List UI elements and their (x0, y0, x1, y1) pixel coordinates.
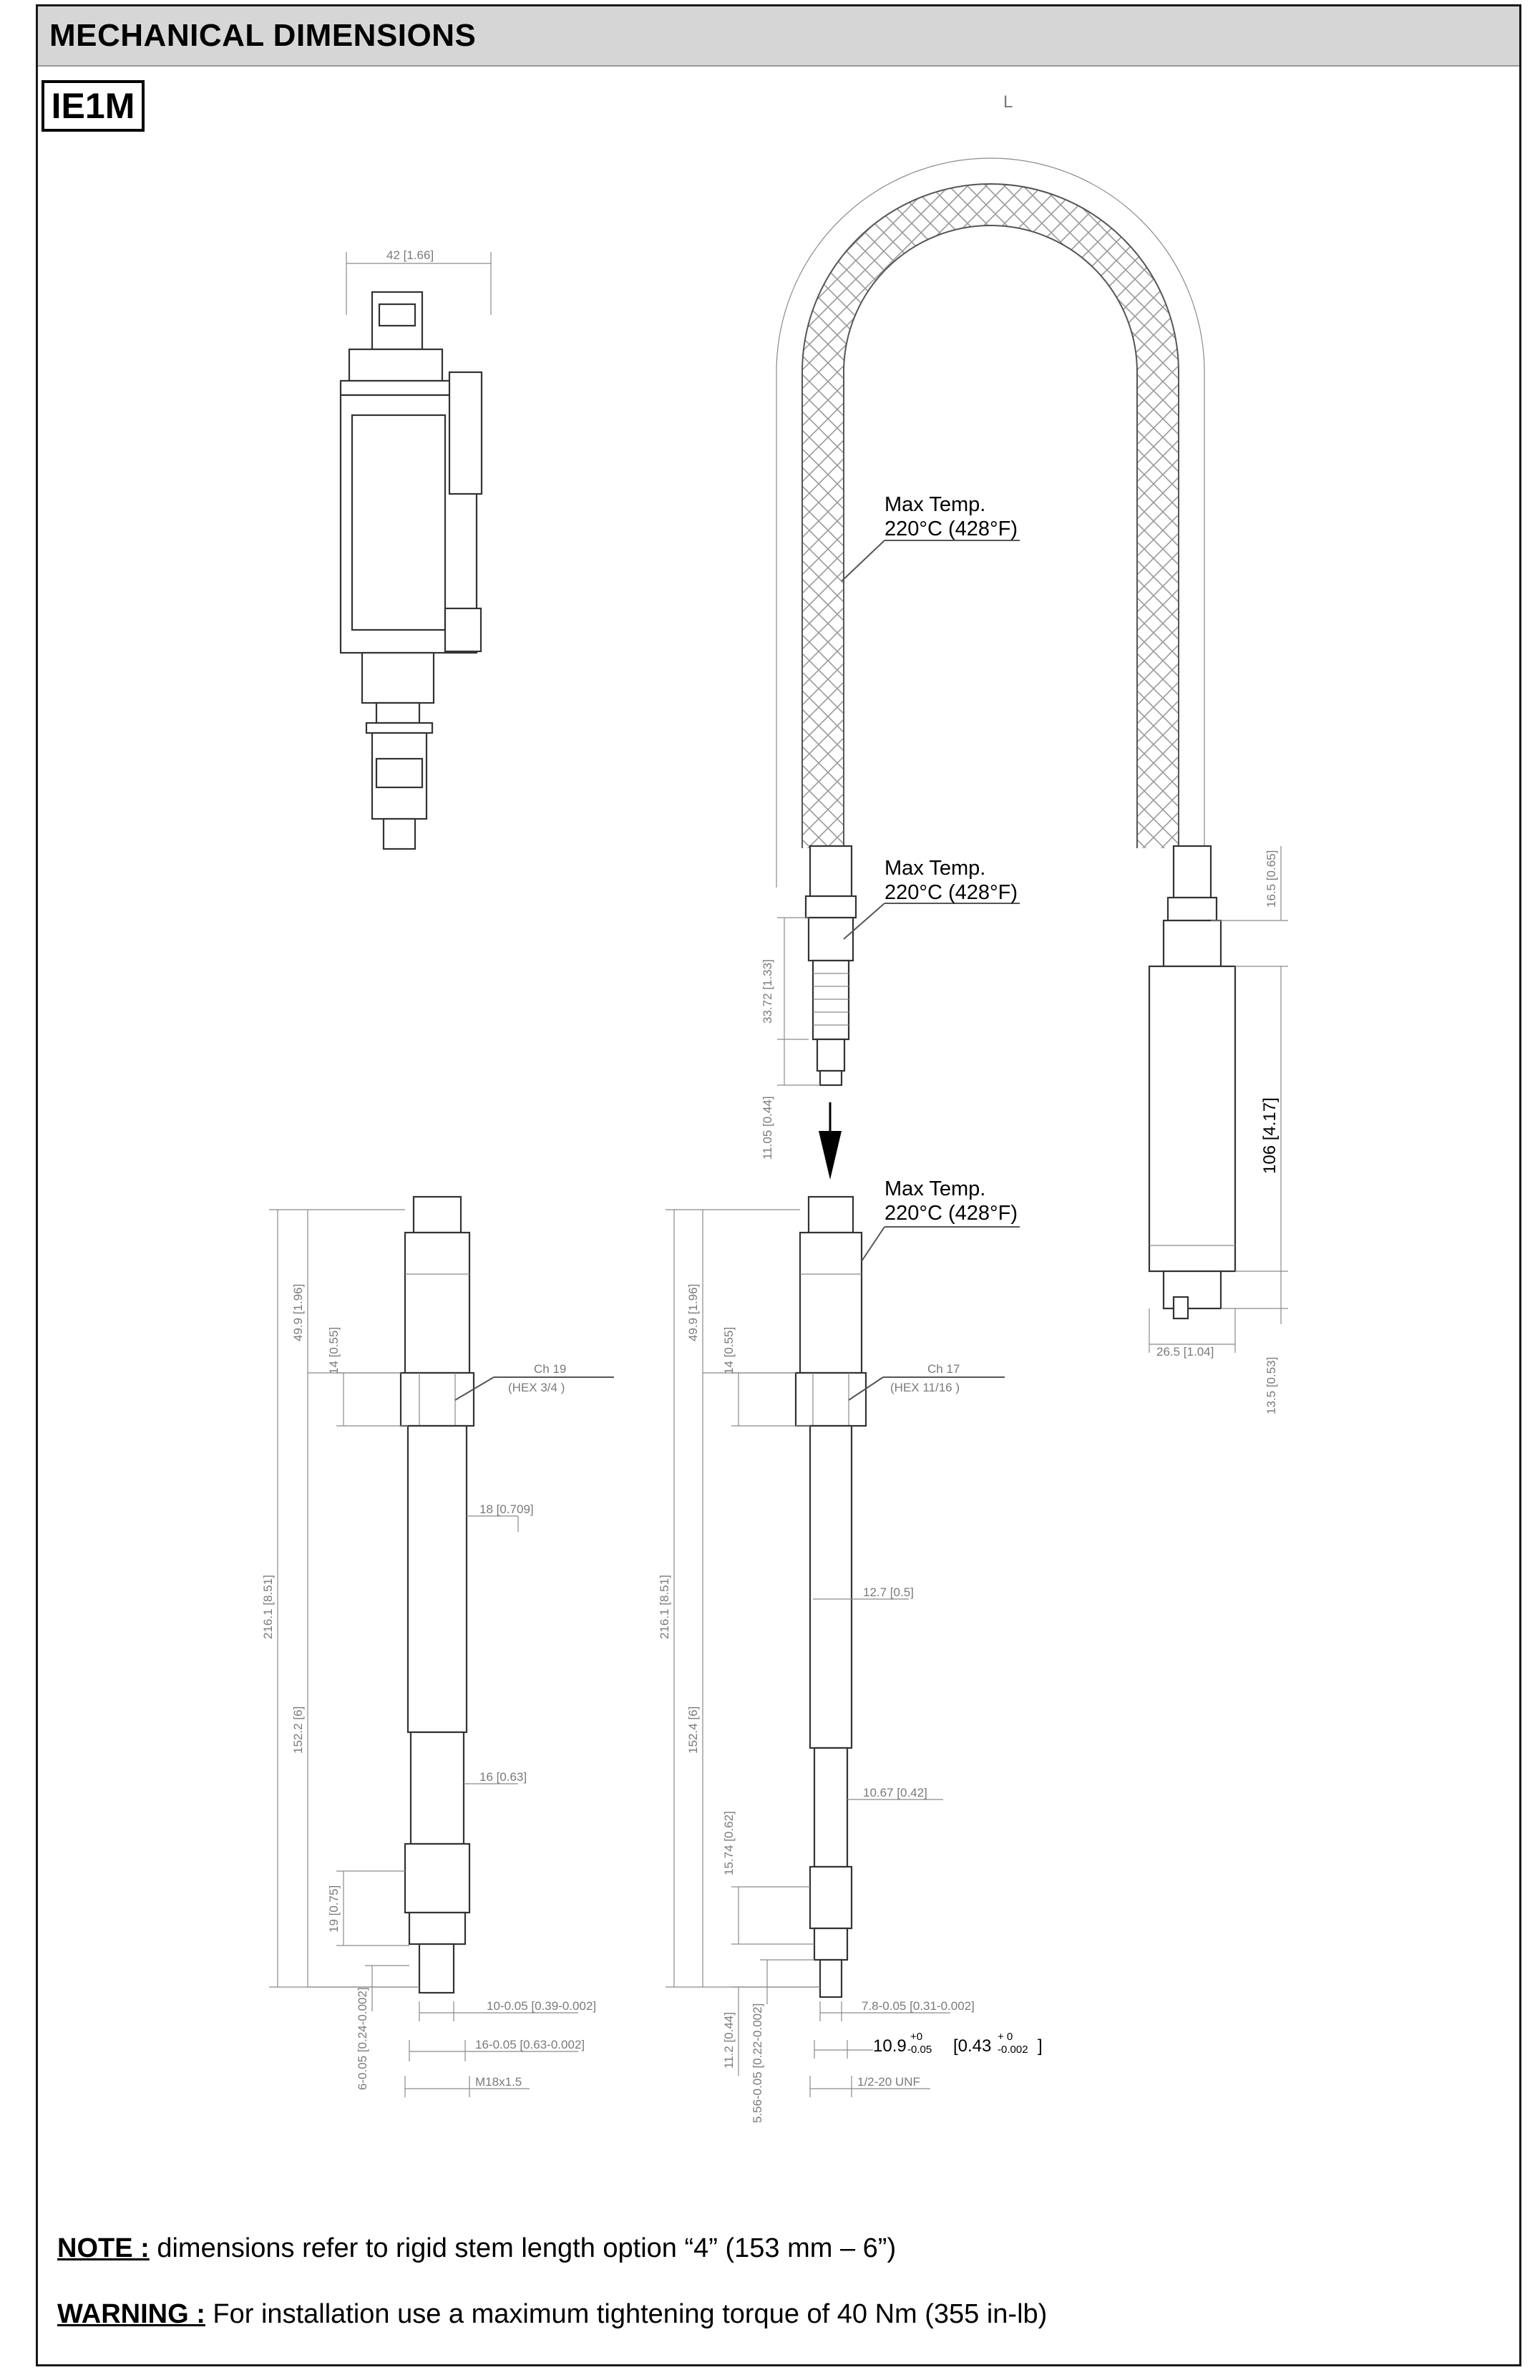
dim-right-tip-len: 11.2 [0.44] (722, 2012, 736, 2069)
dim-housing-bottom: 13.5 [0.53] (1264, 1357, 1278, 1414)
probe-unf: Max Temp. 220°C (428°F) Ch 17 (HEX 11/16… (658, 1177, 1043, 2123)
down-arrow-icon (819, 1131, 842, 1180)
dim-top-width: 42 [1.66] (386, 248, 434, 262)
hex-label-left-2: (HEX 3/4 ) (508, 1381, 565, 1394)
dim-left-head: 49.9 [1.96] (291, 1284, 305, 1341)
note-label: NOTE : (57, 2233, 150, 2263)
dim-left-stem-length: 152.2 [6] (291, 1706, 305, 1754)
warning-line: WARNING : For installation use a maximum… (57, 2299, 1047, 2330)
dim-left-lower-dia: 16 [0.63] (479, 1770, 527, 1784)
max-temp-label-1a: Max Temp. (884, 493, 985, 516)
top-view-transmitter: 42 [1.66] (339, 248, 492, 850)
dim-right-thread: 1/2-20 UNF (857, 2075, 920, 2089)
max-temp-label-2b: 220°C (428°F) (884, 881, 1018, 904)
probe-m18: Ch 19 (HEX 3/4 ) 216.1 [8.51] 49.9 [1.96… (261, 1195, 614, 2097)
dim-cable-length: L (1003, 92, 1013, 112)
dim-right-overall: 216.1 [8.51] (658, 1575, 671, 1639)
dim-right-shoulder-plus: +0 (910, 2031, 922, 2043)
cable-assembly: L Max Temp. 220°C (428°F) Max Temp. 220°… (761, 92, 1288, 1414)
dim-left-tip-dia: 10-0.05 [0.39-0.002] (487, 1999, 596, 2013)
dim-plug-length: 33.72 [1.33] (761, 959, 774, 1024)
hex-label-right-2: (HEX 11/16 ) (890, 1381, 960, 1394)
dim-right-shoulder-minus: -0.05 (907, 2044, 932, 2056)
dim-right-stem-dia: 12.7 [0.5] (863, 1585, 914, 1599)
dim-right-head: 49.9 [1.96] (686, 1284, 700, 1341)
dim-cable-tip: 16.5 [0.65] (1264, 850, 1278, 908)
dim-right-tip-dia: 7.8-0.05 [0.31-0.002] (862, 1999, 975, 2013)
max-temp-label-1b: 220°C (428°F) (884, 518, 1018, 540)
hex-label-right-1: Ch 17 (927, 1362, 960, 1376)
model-code-box: IE1M (42, 80, 145, 132)
dim-left-overall: 216.1 [8.51] (261, 1575, 275, 1639)
dim-right-shoulder-inch-minus: -0.002 (998, 2044, 1028, 2056)
note-text: dimensions refer to rigid stem length op… (149, 2233, 897, 2263)
dim-right-shoulder-main: 10.9 (873, 2036, 907, 2056)
max-temp-label-3b: 220°C (428°F) (884, 1202, 1018, 1225)
warning-label: WARNING : (57, 2299, 205, 2329)
dim-right-stem-length: 152.4 [6] (686, 1706, 700, 1754)
dim-right-shoulder-inch-plus: + 0 (998, 2031, 1013, 2043)
hex-label-left-1: Ch 19 (534, 1362, 566, 1376)
dim-left-thread: M18x1.5 (475, 2075, 522, 2089)
dim-right-tip-len2: 5.56-0.05 [0.22-0.002] (751, 2003, 764, 2123)
warning-text: For installation use a maximum tightenin… (205, 2299, 1048, 2329)
dim-housing-width: 26.5 [1.04] (1156, 1345, 1214, 1359)
note-line: NOTE : dimensions refer to rigid stem le… (57, 2233, 896, 2264)
dim-right-lower-dia: 10.67 [0.42] (863, 1786, 927, 1799)
dim-left-shoulder-dia: 16-0.05 [0.63-0.002] (475, 2038, 585, 2051)
max-temp-label-2a: Max Temp. (884, 857, 985, 880)
dim-left-stem-dia: 18 [0.709] (479, 1502, 534, 1516)
page-frame: MECHANICAL DIMENSIONS (36, 4, 1521, 2366)
dim-housing-length: 106 [4.17] (1260, 1097, 1280, 1174)
dim-right-shoulder-close: ] (1038, 2036, 1043, 2056)
dim-right-hex: 14 [0.55] (722, 1327, 736, 1374)
section-title: MECHANICAL DIMENSIONS (49, 18, 477, 53)
dim-left-thread-len: 19 [0.75] (327, 1885, 341, 1933)
model-code: IE1M (51, 86, 135, 126)
dim-right-thread-len: 15.74 [0.62] (722, 1811, 736, 1875)
dim-left-hex: 14 [0.55] (327, 1327, 341, 1374)
dim-plug-tip: 11.05 [0.44] (761, 1096, 774, 1160)
max-temp-label-3a: Max Temp. (884, 1177, 985, 1200)
dim-left-tip-len: 6-0.05 [0.24-0.002] (356, 1987, 369, 2090)
dim-right-shoulder-inch: [0.43 (953, 2036, 991, 2056)
section-header: MECHANICAL DIMENSIONS (38, 6, 1519, 67)
